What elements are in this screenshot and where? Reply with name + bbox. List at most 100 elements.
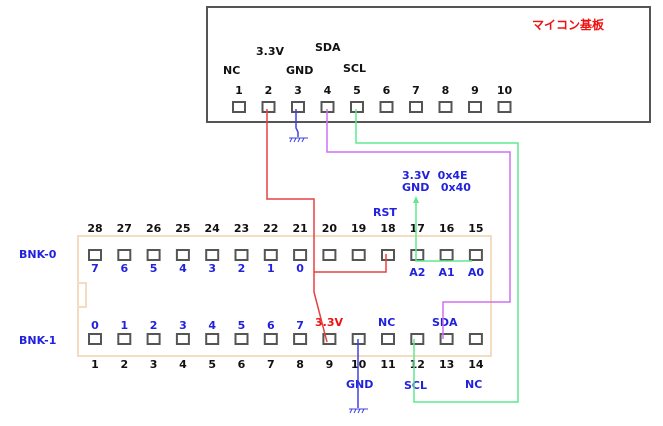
bank0-bit-label: 6 [120,262,128,275]
chip-pin [234,333,249,345]
bank0-bit-label: 4 [179,262,187,275]
chip-pin [410,249,425,261]
chip-pin13-label: SDA [432,316,458,329]
chip-pin [117,249,132,261]
chip-pin [146,333,161,345]
mcu-pin [409,101,423,113]
chip-pin-number: 8 [296,358,304,371]
chip-pin [439,333,454,345]
mcu-pin [438,101,453,113]
bank1-bit-label: 1 [120,319,128,332]
chip-pin [175,333,190,345]
mcu-pin-number: 2 [265,84,273,97]
bank0-bit-label: 5 [150,262,158,275]
chip-bottom-row: 102132435465768791011121314 [88,319,484,371]
mcu-signal-gnd: GND [286,64,313,77]
mcu-signal-3v3: 3.3V [256,45,284,58]
mcu-pin [379,101,394,113]
chip-pin-number: 18 [380,222,395,235]
chip-pin-number: 16 [439,222,455,235]
chip-pin [205,333,220,345]
wire-3v3 [266,109,328,343]
bank1-bit-label: 7 [296,319,304,332]
bank0-bit-label: 1 [267,262,275,275]
chip-pin-number: 10 [351,358,367,371]
bank0-bit-label: 7 [91,262,99,275]
chip-pin11-label: NC [378,316,395,329]
chip-pin [410,333,425,345]
address-note-line2: GND 0x40 [402,181,471,194]
mcu-signal-nc: NC [223,64,240,77]
bank1-bit-label: 0 [91,319,99,332]
bank1-bit-label: 6 [267,319,275,332]
chip-pin-number: 25 [175,222,190,235]
mcu-pin-number: 10 [497,84,513,97]
chip-pin [381,333,395,345]
chip-pin [88,249,102,261]
mcu-pin [497,101,512,113]
bank1-label: BNK-1 [19,334,56,347]
mcu-pin-number: 4 [324,84,332,97]
mcu-signal-scl: SCL [343,62,366,75]
mcu-pin-number: 7 [412,84,420,97]
chip-pin [381,249,395,261]
chip-pin-number: 4 [179,358,187,371]
mcu-title: マイコン基板 [532,17,605,32]
mcu-board [206,6,651,123]
address-pin-label: A1 [439,266,455,279]
chip-pin-number: 2 [120,358,128,371]
chip-pin [205,249,220,261]
chip-pin [468,249,483,261]
chip-notch [77,282,87,308]
mcu-signal-sda: SDA [315,41,341,54]
wire-addr-select [415,200,472,262]
mcu-pin-number: 1 [235,84,243,97]
bank0-bit-label: 2 [238,262,246,275]
chip-pin-number: 15 [468,222,483,235]
chip-pin-number: 24 [205,222,221,235]
chip-pin-number: 6 [238,358,246,371]
chip-pin-number: 28 [87,222,102,235]
mcu-pin [468,101,482,113]
mcu-pin [350,101,364,113]
chip-pin [293,333,308,345]
chip-pin [351,249,366,261]
chip-pin9-label: 3.3V [315,316,343,329]
chip-pin-number: 17 [410,222,425,235]
chip-pin-number: 21 [292,222,307,235]
mcu-pin-number: 6 [383,84,391,97]
ground-icon [289,137,308,143]
chip-outline [77,235,492,357]
mcu-pin [291,101,305,113]
chip-pin-number: 9 [326,358,334,371]
chip-pin [263,249,278,261]
wire-sda [326,109,511,339]
mcu-pin-number: 8 [442,84,450,97]
chip-pin-number: 3 [150,358,158,371]
address-pin-label: A2 [409,266,425,279]
chip-pin [117,333,132,345]
address-pin-label: A0 [468,266,485,279]
chip-pin [234,249,249,261]
chip-pin [146,249,161,261]
mcu-pin-number: 5 [353,84,361,97]
chip-pin10-label: GND [346,378,373,391]
bank0-label: BNK-0 [19,248,57,261]
mcu-pin-number: 3 [294,84,302,97]
chip-pin [439,249,454,261]
chip-pin [468,333,483,345]
chip-pin-number: 11 [380,358,395,371]
chip-pin-number: 19 [351,222,366,235]
chip-pin-number: 14 [468,358,484,371]
chip-pin [322,249,337,261]
arrow-up-icon [413,196,419,203]
chip-pin-number: 23 [234,222,249,235]
chip-pin-number: 5 [208,358,216,371]
mcu-pin [261,101,276,113]
ground-icon [349,408,368,414]
bank1-bit-label: 5 [238,319,246,332]
chip-pin [322,333,337,345]
wire-gnd-mcu [295,109,299,137]
